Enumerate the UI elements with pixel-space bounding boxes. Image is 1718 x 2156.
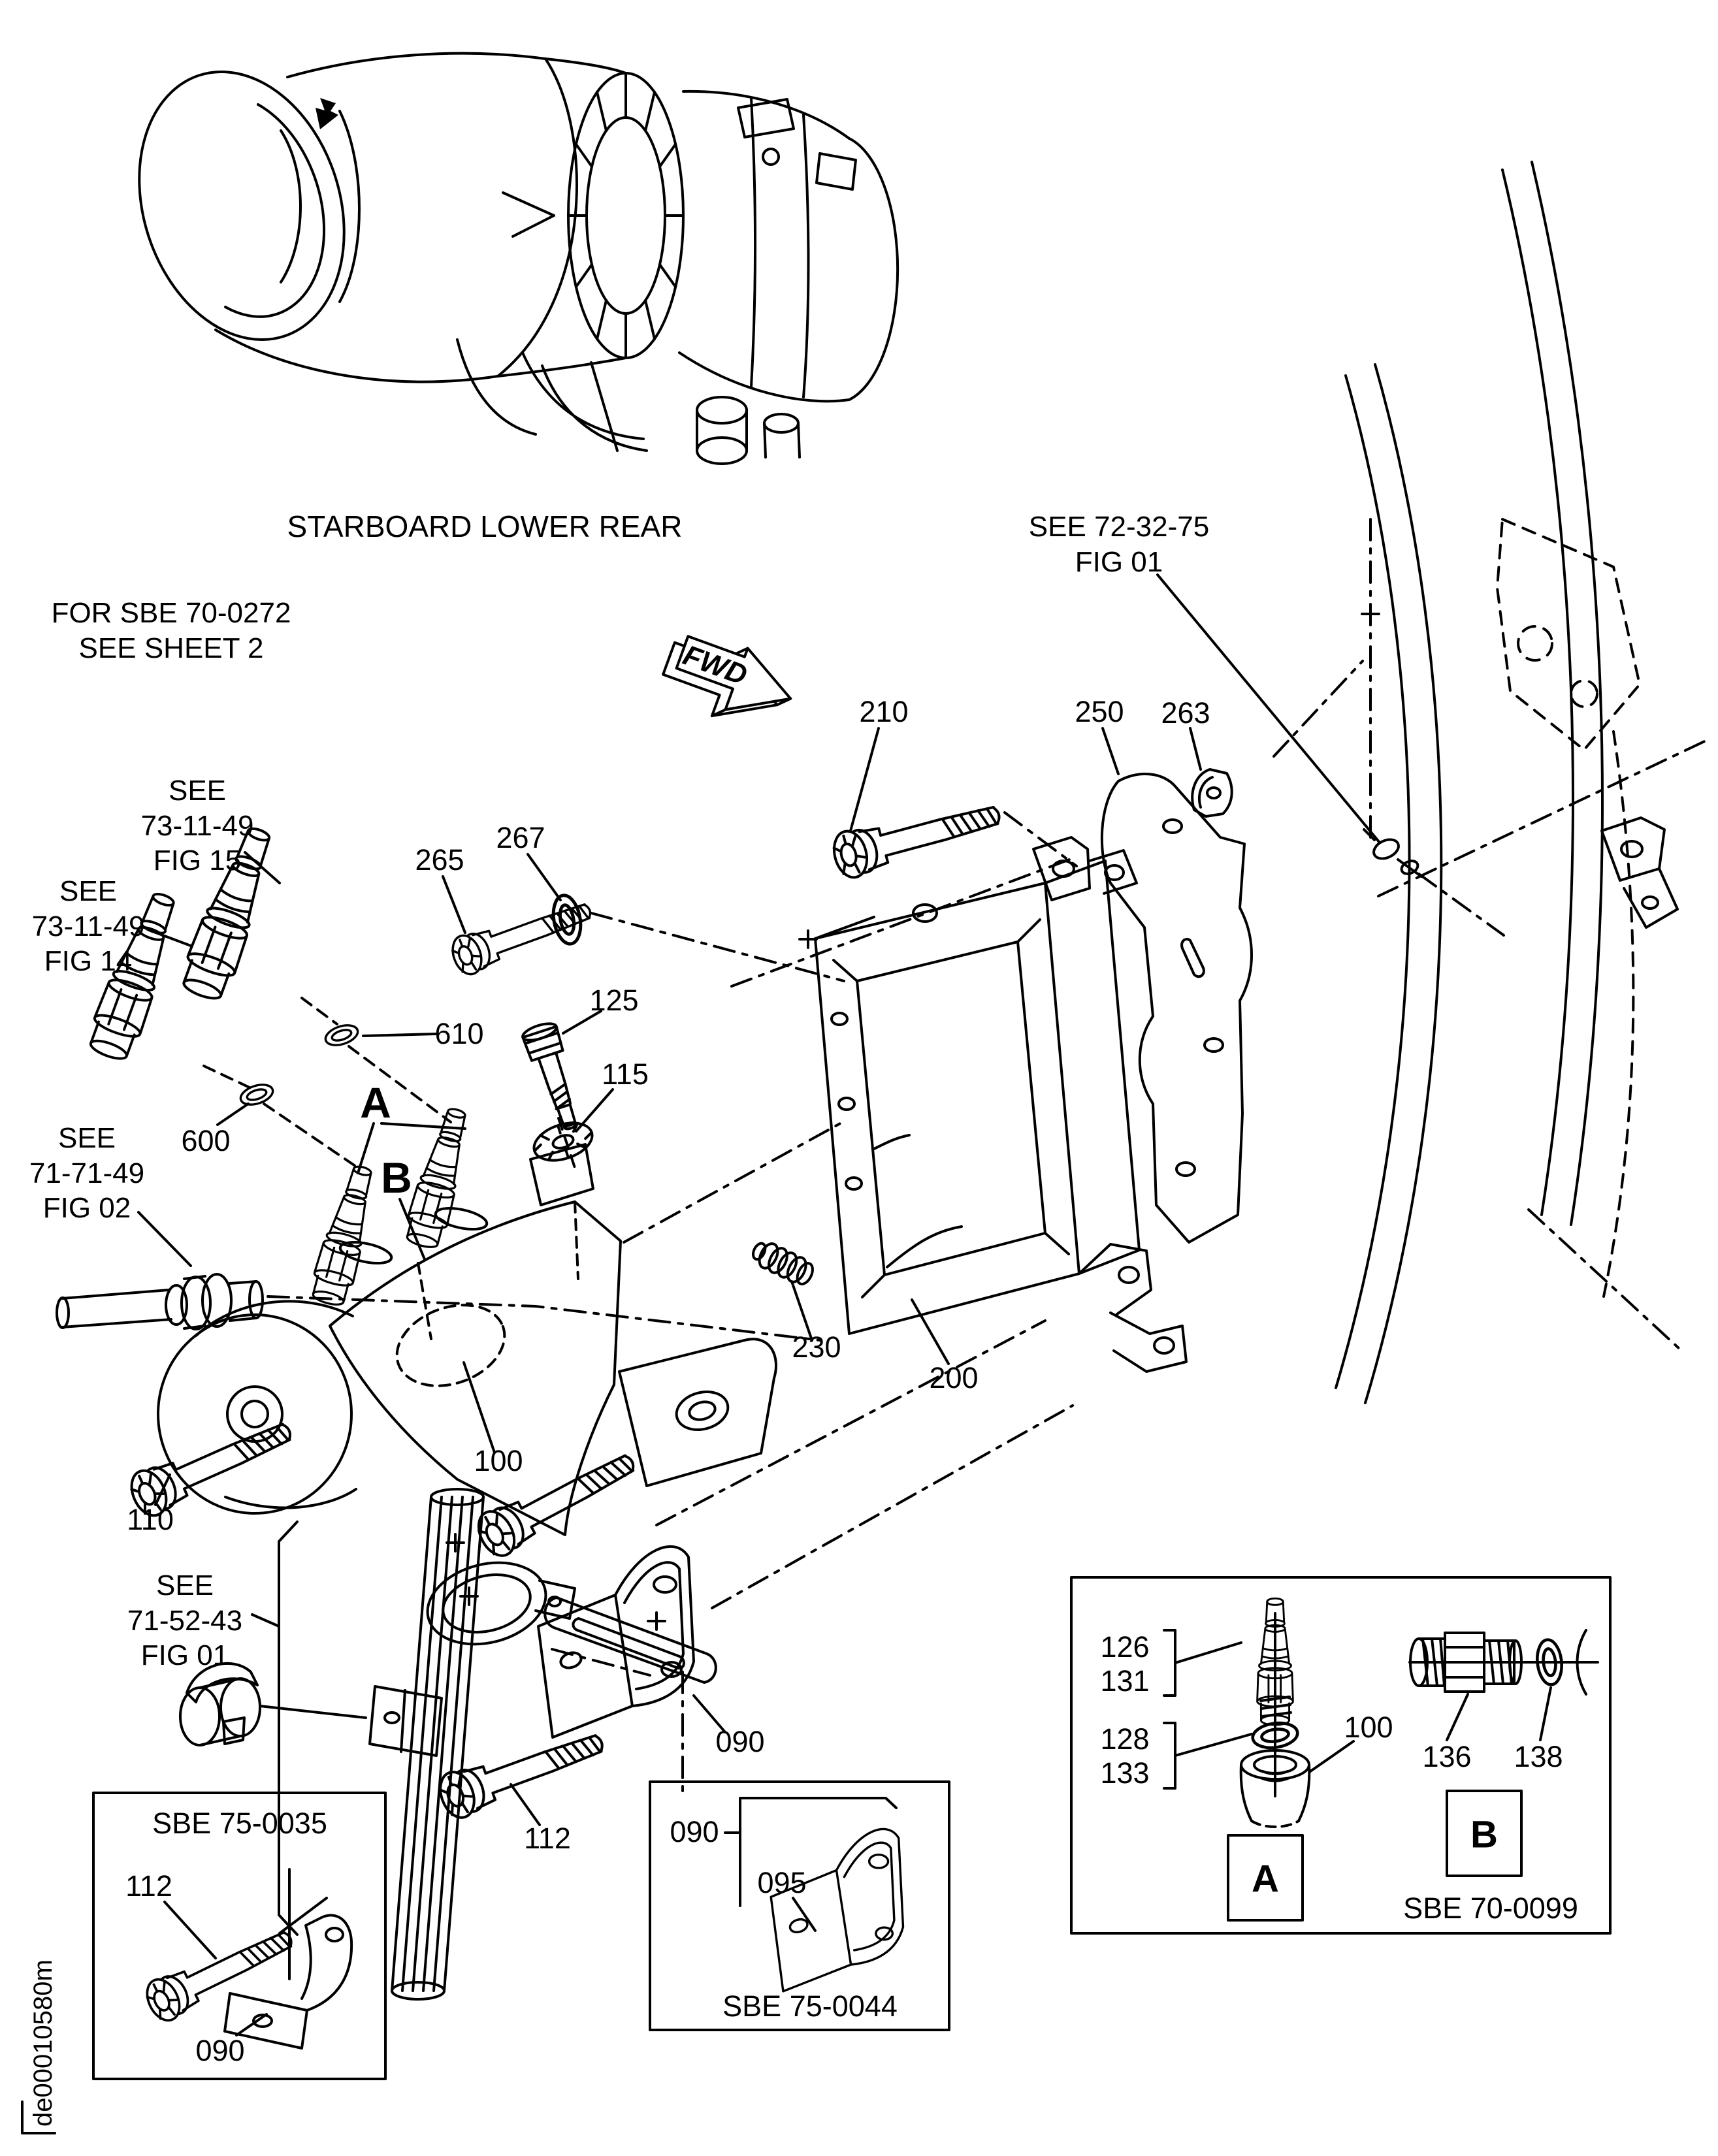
wing-structure [1335, 161, 1679, 1404]
part-plate-250 [1100, 773, 1253, 1244]
part-port-100-inset [1239, 1749, 1311, 1828]
corner-mark [21, 2100, 56, 2134]
inset-0099-art [1163, 1597, 1599, 1828]
inset-0035-title: SBE 75-0035 [152, 1807, 327, 1840]
ref-line: 73-11-49 [31, 910, 145, 942]
ref-line: SEE [155, 1569, 214, 1601]
hidden-axis-dashes [203, 997, 576, 1169]
ref-line: FIG 01 [1075, 545, 1163, 578]
part-boss-b [306, 1161, 384, 1310]
ref-line: FIG 01 [140, 1639, 229, 1672]
part-union-136 [1409, 1632, 1523, 1693]
callout-263: 263 [1161, 696, 1210, 730]
ref-line: FIG 15 [153, 845, 242, 877]
inset-0044-art [724, 1797, 905, 1993]
inset-0044-callout-095: 095 [757, 1866, 807, 1899]
inset-0044-title: SBE 75-0044 [722, 1989, 898, 2023]
engine-illustration [138, 52, 900, 465]
ref-line: 71-52-43 [127, 1604, 243, 1637]
inset-0099-label-a: A [1252, 1858, 1279, 1901]
ref-line: SEE [57, 1122, 116, 1154]
part-tube-fitting-717149 [56, 1273, 264, 1330]
callout-600: 600 [181, 1124, 231, 1157]
fwd-arrow: FWD [662, 635, 792, 718]
ref-line: SEE [59, 875, 118, 907]
callout-267: 267 [496, 821, 545, 854]
callout-112: 112 [524, 1822, 571, 1855]
inset-0044-callout-090: 090 [670, 1815, 719, 1848]
part-frame-200 [814, 836, 1188, 1373]
leader-lines [137, 573, 1381, 1826]
detail-label-b: B [381, 1153, 412, 1202]
detail-label-a: A [360, 1078, 391, 1127]
inset-0099-title: SBE 70-0099 [1403, 1891, 1578, 1925]
part-clamp-group-715243 [179, 1488, 717, 2001]
inset-0035-callout-090: 090 [195, 2034, 245, 2067]
inset-0099-callout-126: 126 [1100, 1630, 1150, 1664]
callout-090: 090 [715, 1725, 765, 1758]
sheet-note-line1: FOR SBE 70-0272 [51, 597, 291, 629]
callout-200: 200 [929, 1361, 979, 1394]
inset-0099-label-b: B [1470, 1813, 1498, 1856]
part-bolt-210 [828, 790, 1007, 882]
pylon-fitting-dashed [1496, 518, 1641, 1298]
inset-0099-callout-136: 136 [1422, 1740, 1472, 1773]
ref-line: FIG 14 [44, 945, 133, 978]
inset-0099-callout-100: 100 [1344, 1711, 1393, 1744]
callout-265: 265 [415, 843, 464, 877]
inset-0035-art [139, 1868, 353, 2050]
callout-115: 115 [602, 1057, 649, 1091]
callout-125: 125 [589, 984, 639, 1017]
ref-see-73-11-49-fig14: SEE 73-11-49 FIG 14 [32, 874, 145, 979]
construction-lines [267, 518, 1713, 1794]
inset-0035-callout-112: 112 [125, 1869, 172, 1903]
part-clip-263 [1191, 768, 1233, 818]
ref-see-71-52-43-fig01: SEE 71-52-43 FIG 01 [127, 1568, 242, 1673]
part-spring-230 [752, 1242, 814, 1285]
ref-line: 71-71-49 [29, 1157, 145, 1189]
part-pump-100 [157, 1143, 777, 1536]
caption-starboard-lower-rear: STARBOARD LOWER REAR [287, 509, 683, 543]
ref-see-72-32-75: SEE 72-32-75 FIG 01 [1029, 509, 1209, 579]
callout-610: 610 [434, 1017, 484, 1050]
register-ticks [446, 604, 1380, 1631]
sheet-note-line2: SEE SHEET 2 [78, 632, 264, 664]
part-oring-610 [321, 1020, 362, 1050]
inset-0099-callout-128: 128 [1100, 1722, 1150, 1756]
doc-code: de00010580m [29, 1959, 57, 2127]
part-bracket-090-main [537, 1545, 695, 1739]
callout-250: 250 [1075, 695, 1124, 728]
ref-line: 73-11-49 [140, 809, 254, 842]
inset-boxes [92, 1576, 1612, 2080]
callout-100: 100 [474, 1444, 523, 1477]
callout-230: 230 [792, 1330, 841, 1364]
ref-see-71-71-49-fig02: SEE 71-71-49 FIG 02 [29, 1121, 144, 1226]
callout-110: 110 [127, 1503, 174, 1536]
inset-0099-callout-133: 133 [1100, 1756, 1150, 1790]
inset-0099-callout-131: 131 [1100, 1664, 1150, 1697]
callout-210: 210 [859, 695, 909, 728]
ref-line: SEE 72-32-75 [1028, 511, 1210, 543]
ref-line: FIG 02 [42, 1192, 131, 1225]
sheet-note: FOR SBE 70-0272 SEE SHEET 2 [52, 596, 291, 666]
ref-see-73-11-49-fig15: SEE 73-11-49 FIG 15 [141, 773, 254, 878]
ref-line: SEE [168, 775, 227, 807]
inset-0099-callout-138: 138 [1514, 1740, 1563, 1773]
part-washer-267 [550, 893, 584, 946]
part-bolt-125 [521, 1022, 577, 1131]
